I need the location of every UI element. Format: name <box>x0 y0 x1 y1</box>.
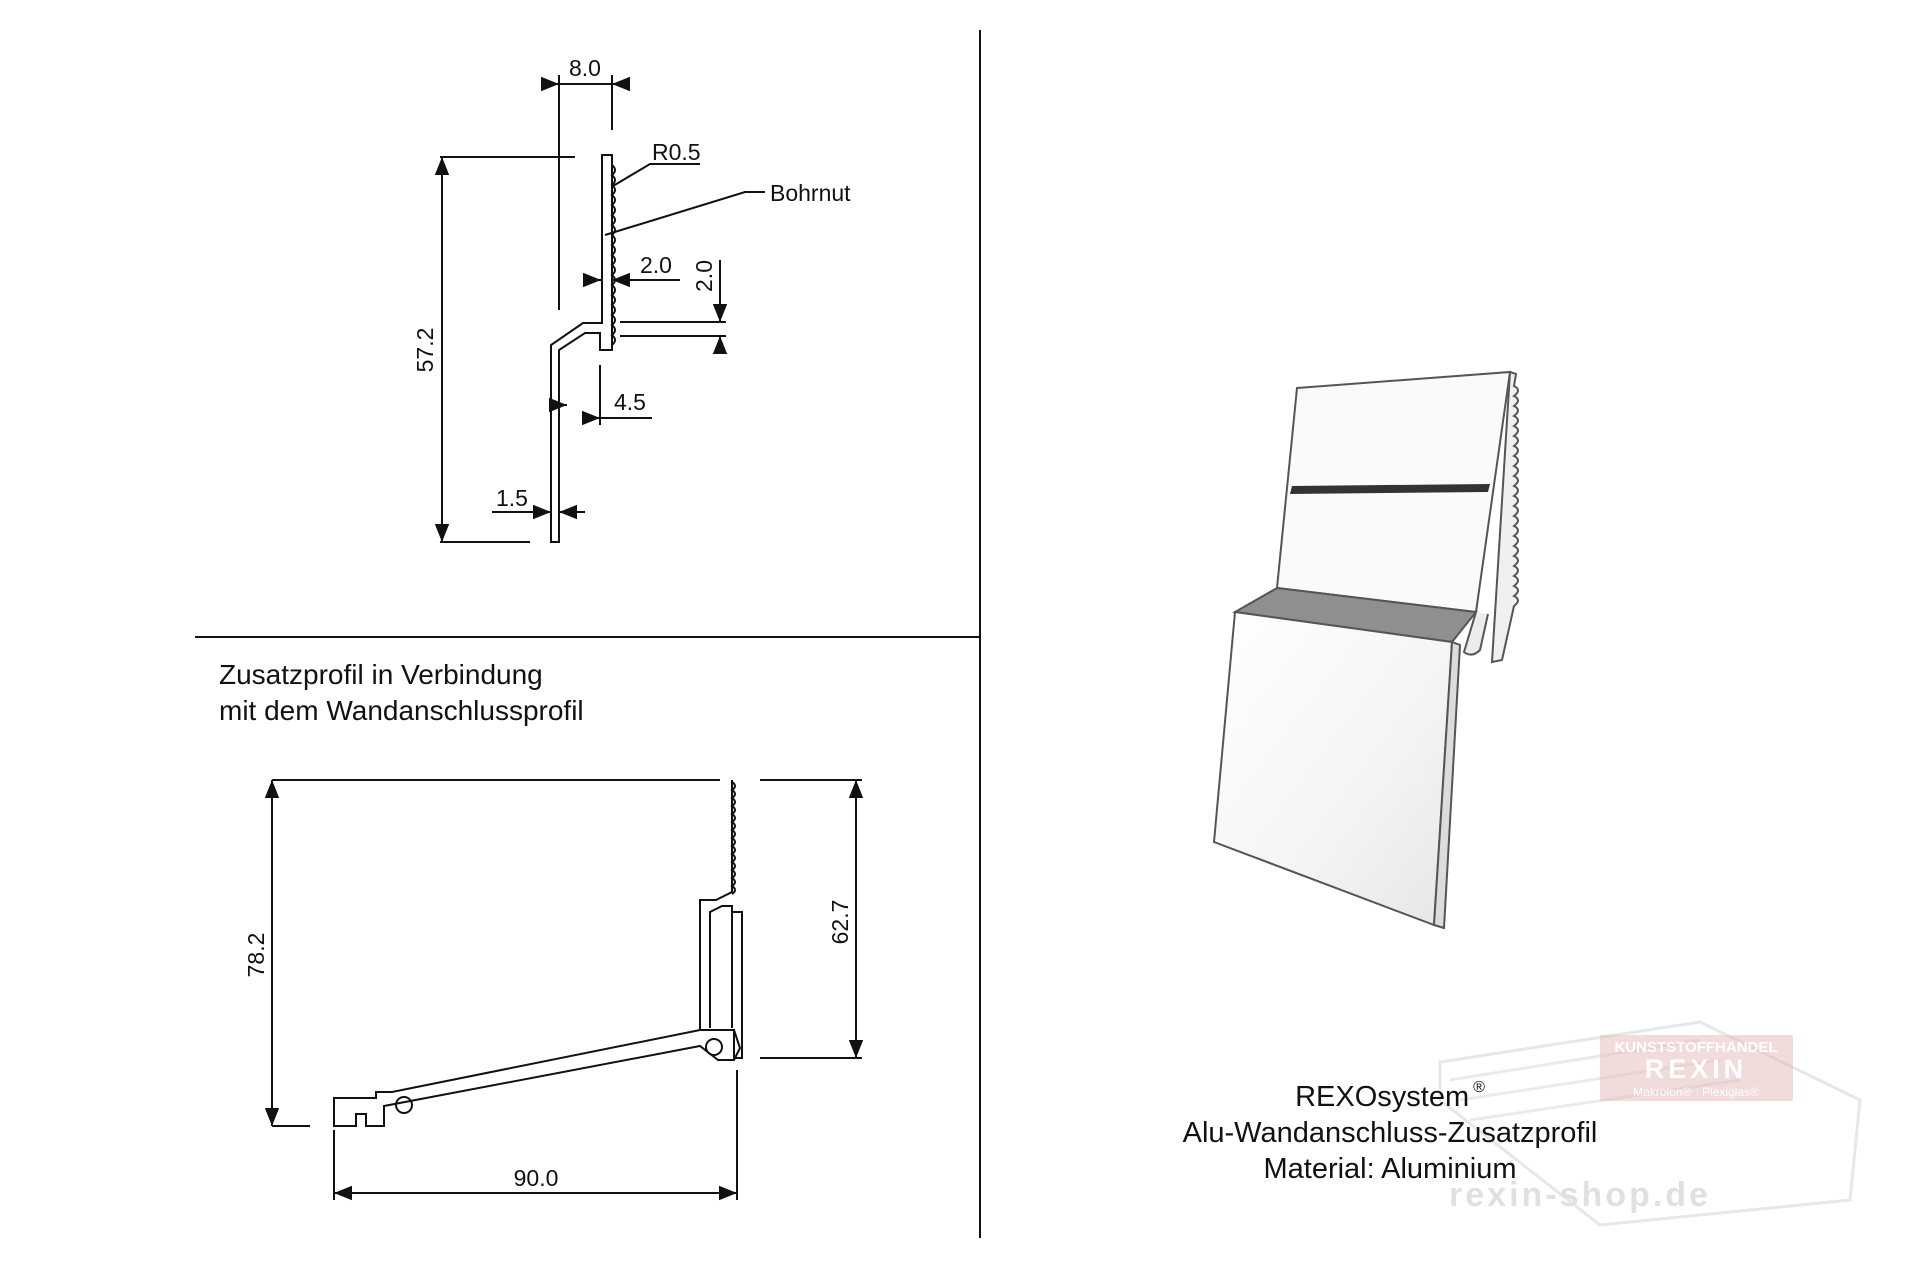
dim-right-height: 62.7 <box>827 900 853 945</box>
watermark-url: rexin-shop.de <box>1449 1176 1711 1214</box>
assembly-caption: Zusatzprofil in Verbindung mit dem Wanda… <box>219 657 584 729</box>
dim-groove-depth: 2.0 <box>640 252 672 278</box>
dim-total-height: 78.2 <box>243 933 269 978</box>
profile-3d-render <box>1212 370 1519 930</box>
watermark-line2: REXIN <box>1645 1054 1748 1084</box>
dim-offset: 4.5 <box>614 389 646 415</box>
dim-groove-height: 2.0 <box>691 260 717 292</box>
top-profile-drawing <box>434 75 765 543</box>
registered-mark: ® <box>1473 1079 1485 1096</box>
product-name: Alu-Wandanschluss-Zusatzprofil <box>1182 1117 1598 1149</box>
assembly-wall-profile <box>699 780 743 1059</box>
groove-serration <box>610 164 616 346</box>
assembly-drawing <box>264 779 864 1201</box>
dim-height: 57.2 <box>412 328 438 373</box>
assembly-base-plate <box>333 1029 742 1127</box>
watermark-line3: Makrolon® · Plexiglas® <box>1633 1085 1759 1099</box>
radius-label: R0.5 <box>652 139 701 165</box>
dim-thickness: 1.5 <box>496 485 528 511</box>
watermark-logo: KUNSTSTOFFHANDEL REXIN Makrolon® · Plexi… <box>1438 1020 1862 1227</box>
profile-outline <box>550 154 613 543</box>
dim-width: 90.0 <box>514 1165 559 1191</box>
assembly-caption-line1: Zusatzprofil in Verbindung <box>219 659 543 690</box>
product-material: Material: Aluminium <box>1263 1153 1517 1185</box>
watermark-line1: KUNSTSTOFFHANDEL <box>1614 1039 1777 1056</box>
brand-name: REXOsystem <box>1295 1081 1470 1113</box>
assembly-caption-line2: mit dem Wandanschlussprofil <box>219 695 584 726</box>
dim-width-top: 8.0 <box>569 55 601 81</box>
groove-label: Bohrnut <box>770 180 851 206</box>
product-info: REXOsystem® Alu-Wandanschluss-Zusatzprof… <box>1140 1070 1640 1187</box>
